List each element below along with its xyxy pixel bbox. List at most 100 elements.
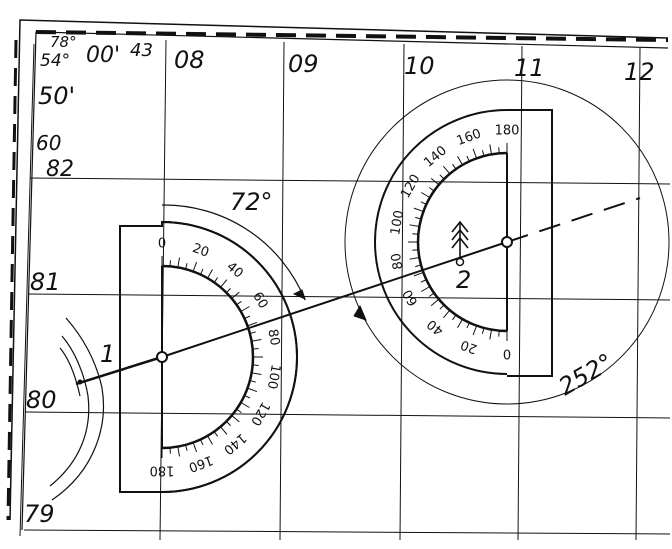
protractor-1-tick [169, 447, 171, 454]
protractor-1-tick [240, 306, 250, 312]
grid-line-horizontal-79 [23, 529, 671, 535]
protractor-2-tick [472, 325, 478, 336]
protractor-1-tick [207, 435, 213, 445]
protractor-2-tick [481, 150, 485, 157]
protractor-1-tick [231, 415, 240, 423]
protractor-2-tick [412, 249, 419, 251]
protractor-2-outer-arc [374, 109, 508, 375]
protractor-1-scale-label: 0 [158, 237, 166, 252]
frame-labels: 78° 54° 00' 43 50' 60 08 09 10 11 12 82 … [24, 33, 655, 528]
protractor-2-tick [439, 174, 445, 180]
protractor-2-tick [457, 156, 463, 166]
protractor-1-scale-label: 140 [220, 430, 249, 457]
protractor-2-tick [409, 256, 420, 260]
point-1: 1 [77, 340, 115, 385]
protractor-1-tick [177, 257, 181, 268]
protractor-2-ticks [408, 143, 508, 341]
protractor-2-tick [452, 314, 457, 321]
protractor-1-outer-arc [161, 221, 298, 493]
lat-min-label: 50' [38, 82, 75, 110]
grid-line-horizontal-82 [29, 177, 671, 185]
protractor-1-tick [213, 277, 219, 283]
protractor-2-tick [489, 144, 493, 155]
protractor-1-tick [200, 439, 204, 446]
map-frame [6, 19, 669, 537]
protractor-1-tick [236, 300, 242, 306]
protractor-2-tick [442, 165, 451, 175]
protractor-1-center [156, 351, 168, 363]
protractor-1-tick [244, 395, 251, 399]
protractor-2-scale-label: 80 [389, 252, 407, 271]
frame-ticks-left [6, 39, 18, 521]
protractor-2-tick [442, 309, 451, 319]
protractor-1-inner-arc [161, 264, 255, 450]
lat-extra-label: 60 [36, 131, 61, 155]
protractor-1-tick [225, 288, 231, 294]
point-2: 2 [451, 220, 471, 294]
northing-label-80: 80 [26, 386, 57, 414]
protractor-2-tick [413, 271, 424, 277]
protractor-2-scale-label: 140 [421, 143, 450, 170]
grid-line-horizontal-81 [27, 293, 671, 301]
protractor-1-tick [252, 348, 259, 350]
angle-252-label: 252° [554, 348, 618, 401]
protractor-1-tick [185, 444, 188, 451]
protractor-2-tick [466, 322, 470, 329]
protractor-1-tick [185, 263, 188, 270]
northing-label-79: 79 [24, 500, 55, 528]
protractor-2-tick [481, 327, 485, 334]
protractor-2-scale-label: 120 [398, 172, 423, 201]
northing-label-82: 82 [46, 157, 74, 182]
protractor-2-tick [415, 216, 422, 220]
angle-72-indicator: 72° [161, 188, 306, 301]
protractor-2-tick [413, 207, 424, 213]
grid-line-vertical-11 [517, 45, 523, 541]
protractor-1-tick [244, 315, 251, 319]
protractor-2-tick [421, 286, 431, 292]
angle-72-label: 72° [230, 188, 273, 216]
protractor-2-tick [466, 155, 470, 162]
protractor-2-tick [457, 318, 463, 328]
tree-icon [451, 220, 469, 262]
protractor-2-scale-label: 40 [424, 316, 446, 338]
protractor-1-tick [249, 331, 256, 334]
protractor-2-tick [430, 298, 440, 307]
protractor-1-scale-label: 80 [264, 328, 282, 347]
protractor-1-scale-label: 180 [150, 463, 175, 478]
grid-line-vertical-10 [399, 43, 405, 541]
protractor-2-scale-label: 60 [400, 287, 421, 309]
northing-label-81: 81 [30, 268, 61, 296]
protractor-2-scale-label: 0 [503, 346, 511, 361]
protractor-1-scale-label: 120 [247, 399, 272, 428]
protractor-1-tick [247, 387, 258, 393]
protractor-1-tick [252, 364, 259, 366]
protractor-1-tick [192, 442, 198, 453]
protractor-1-tick [207, 269, 213, 279]
protractor-2-tick [421, 192, 431, 198]
corner-lat-min: 54° [40, 51, 70, 71]
protractor-1-tick [220, 279, 228, 288]
protractor-1-tick [251, 338, 262, 342]
easting-label-11: 11 [514, 54, 545, 82]
point-2-label: 2 [456, 266, 471, 294]
protractor-1-scale-label: 40 [223, 259, 245, 281]
protractor-2-tick [415, 264, 422, 268]
easting-label-09: 09 [288, 50, 319, 78]
protractor-2-large-circle [344, 79, 670, 405]
protractor-1-tick [247, 321, 258, 327]
protractor-1-tick [213, 431, 219, 437]
protractor-1-tick [177, 446, 181, 457]
protractor-2-tick [498, 147, 500, 154]
protractor-2-frame [507, 109, 553, 377]
easting-label-10: 10 [404, 52, 435, 80]
protractor-2-scale-label: 20 [459, 336, 480, 356]
protractor-2-tick [489, 329, 493, 340]
corner-lat-deg: 78° [50, 33, 77, 51]
protractor-2-scale-label: 100 [388, 209, 407, 236]
protractor-1-tick [251, 372, 262, 376]
direction-arrows [292, 289, 367, 321]
